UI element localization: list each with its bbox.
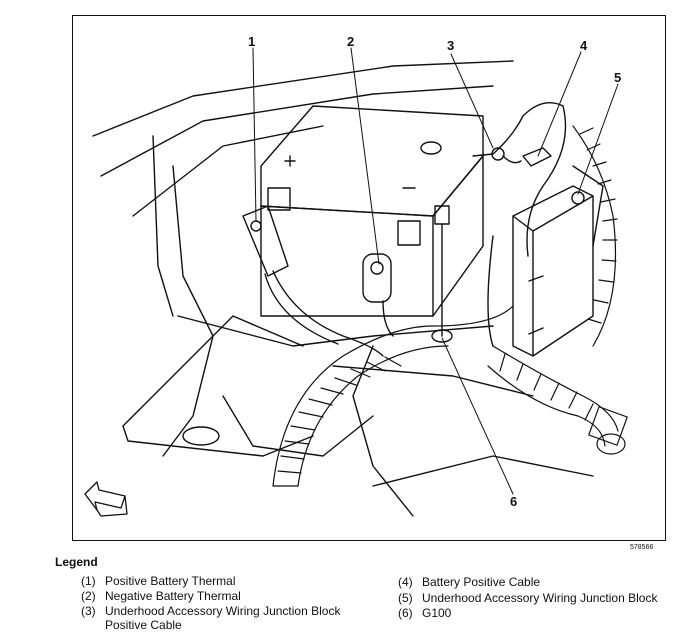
positive-cable <box>472 102 567 347</box>
callout-5: 5 <box>614 70 622 85</box>
figure-id-code: 578566 <box>630 544 654 551</box>
engine-bay-illustration <box>84 47 628 517</box>
positive-thermal-clamp <box>242 205 384 357</box>
fender-outline <box>92 60 594 517</box>
legend-item-continuation: Positive Cable <box>105 618 182 632</box>
legend-item-1: (1) Positive Battery Thermal <box>81 574 236 588</box>
legend-item-5: (5) Underhood Accessory Wiring Junction B… <box>398 591 657 605</box>
legend-item-6: (6) G100 <box>398 606 451 620</box>
callout-3: 3 <box>447 38 455 53</box>
negative-thermal-clamp <box>362 253 394 337</box>
legend-item-2: (2) Negative Battery Thermal <box>81 589 241 603</box>
legend-item-text: Battery Positive Cable <box>422 575 541 589</box>
legend-item-number: (4) <box>398 575 413 589</box>
front-direction-arrow <box>84 481 128 517</box>
legend-item-3: (3) Underhood Accessory Wiring Junction B… <box>81 604 340 632</box>
ground-bolt <box>431 205 453 343</box>
legend-item-text: Negative Battery Thermal <box>105 589 241 603</box>
diagram-frame: 1 2 3 4 5 6 <box>72 15 666 541</box>
callout-1: 1 <box>248 34 256 49</box>
legend-item-text: Underhood Accessory Wiring Junction Bloc… <box>422 591 658 605</box>
legend-title: Legend <box>55 555 98 569</box>
legend-item-4: (4) Battery Positive Cable <box>398 575 540 589</box>
junction-block <box>512 165 604 357</box>
leader-lines <box>252 47 619 495</box>
legend-item-text: Positive Battery Thermal <box>105 574 236 588</box>
legend-item-number: (3) <box>81 604 96 618</box>
wiring-harness <box>272 125 628 487</box>
legend-item-text: Underhood Accessory Wiring Junction Bloc… <box>105 604 341 618</box>
callout-4: 4 <box>580 38 588 53</box>
legend-item-number: (2) <box>81 589 96 603</box>
callout-2: 2 <box>347 34 355 49</box>
callout-6: 6 <box>510 494 518 509</box>
legend-item-number: (6) <box>398 606 413 620</box>
legend-item-number: (5) <box>398 591 413 605</box>
harness-ridges <box>277 127 618 474</box>
legend-item-text: G100 <box>422 606 452 620</box>
legend-item-number: (1) <box>81 574 96 588</box>
